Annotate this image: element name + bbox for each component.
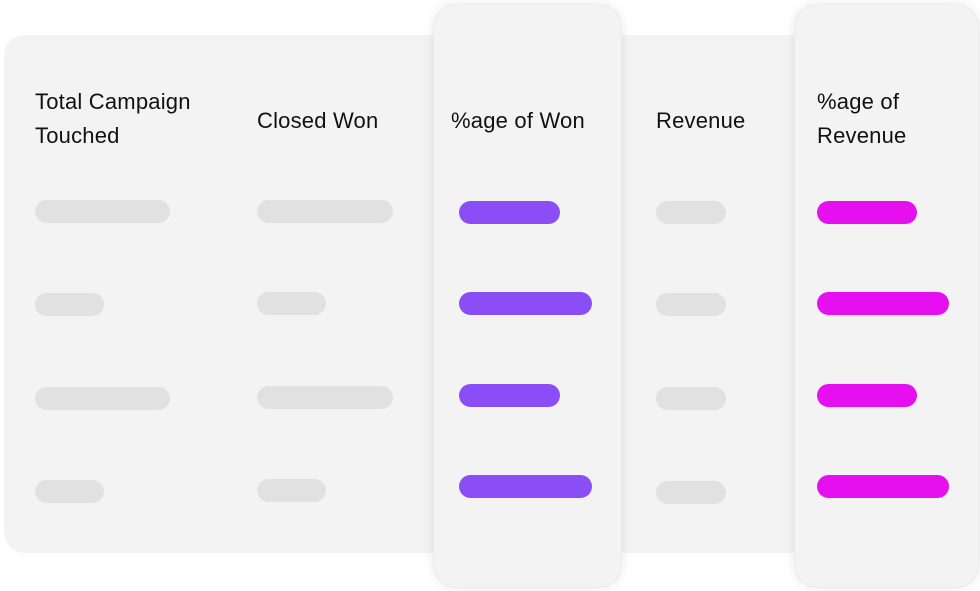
row-1-closed-won-placeholder xyxy=(257,200,393,223)
column-header-pct-revenue: %age of Revenue xyxy=(817,89,907,148)
row-1-total-campaign-placeholder xyxy=(35,200,170,223)
row-4-closed-won-placeholder xyxy=(257,479,326,502)
row-1-pct-won-bar xyxy=(459,201,560,224)
row-2-closed-won-placeholder xyxy=(257,292,326,315)
column-header-pct-won: %age of Won xyxy=(451,108,585,133)
row-4-total-campaign-placeholder xyxy=(35,480,104,503)
row-3-pct-won-bar xyxy=(459,384,560,407)
row-2-revenue-placeholder xyxy=(656,293,726,316)
row-4-pct-revenue-bar xyxy=(817,475,949,498)
row-3-revenue-placeholder xyxy=(656,387,726,410)
row-3-total-campaign-placeholder xyxy=(35,387,170,410)
row-2-total-campaign-placeholder xyxy=(35,293,104,316)
column-header-revenue: Revenue xyxy=(656,108,746,133)
column-header-total-campaign-touched: Total Campaign Touched xyxy=(35,89,191,148)
row-2-pct-revenue-bar xyxy=(817,292,949,315)
row-4-pct-won-bar xyxy=(459,475,592,498)
row-1-pct-revenue-bar xyxy=(817,201,917,224)
row-3-pct-revenue-bar xyxy=(817,384,917,407)
row-3-closed-won-placeholder xyxy=(257,386,393,409)
row-2-pct-won-bar xyxy=(459,292,592,315)
row-1-revenue-placeholder xyxy=(656,201,726,224)
column-header-closed-won: Closed Won xyxy=(257,108,379,133)
row-4-revenue-placeholder xyxy=(656,481,726,504)
